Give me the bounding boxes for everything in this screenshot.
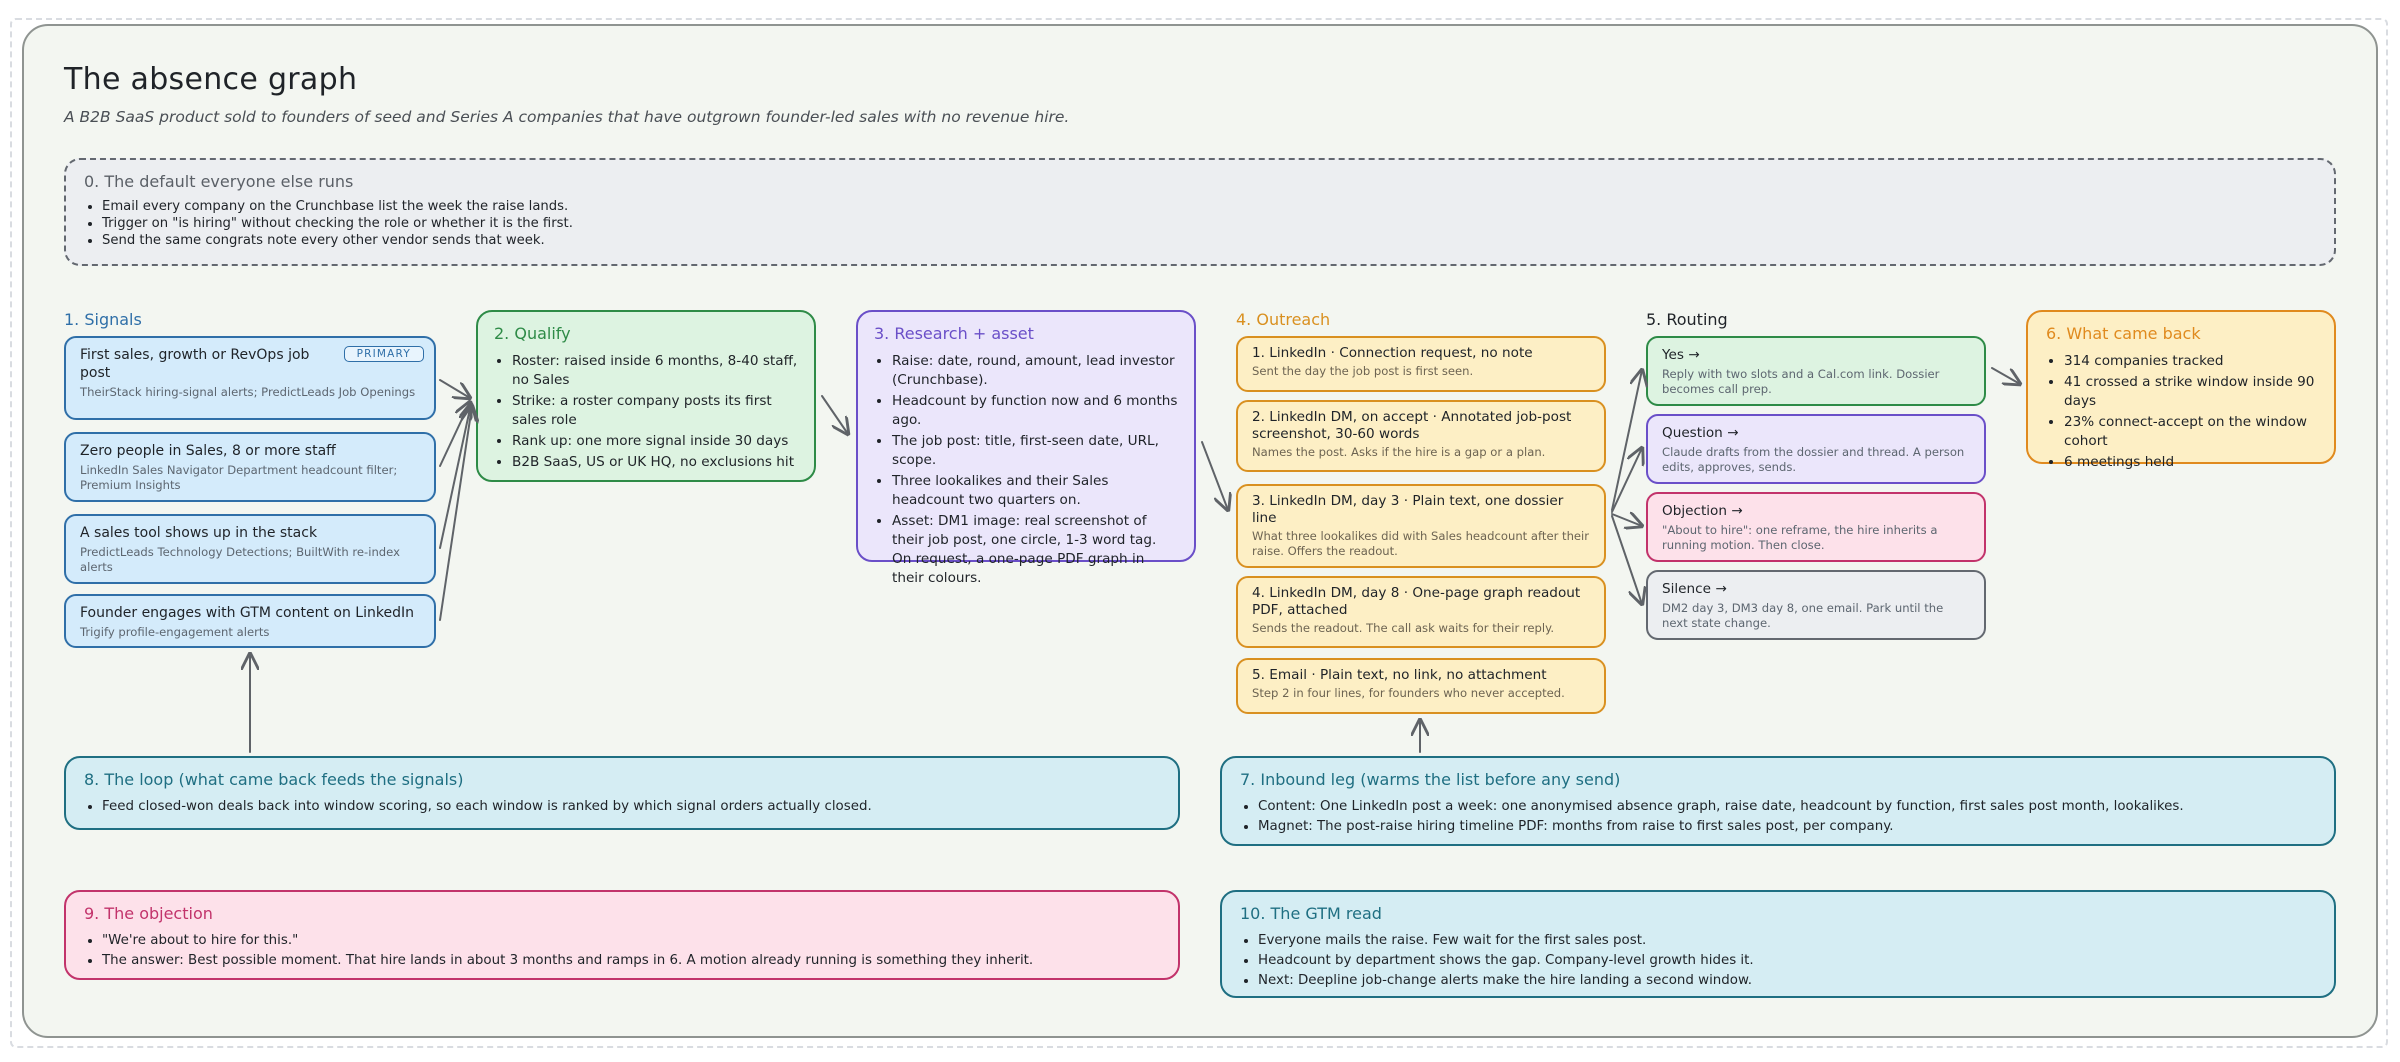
signal-card-founder-engagement: Founder engages with GTM content on Link…	[64, 594, 436, 648]
list-item: "We're about to hire for this."	[102, 932, 1160, 950]
route-title: Silence →	[1662, 581, 1727, 597]
list-item: Asset: DM1 image: real screenshot of the…	[892, 512, 1178, 588]
default-heading: 0. The default everyone else runs	[84, 172, 354, 191]
outreach-step-title: 3. LinkedIn DM, day 3 · Plain text, one …	[1252, 493, 1564, 526]
qualify-list: Roster: raised inside 6 months, 8-40 sta…	[494, 352, 798, 472]
list-item: 6 meetings held	[2064, 453, 2316, 472]
signal-source: TheirStack hiring-signal alerts; Predict…	[80, 385, 416, 399]
research-heading: 3. Research + asset	[874, 324, 1034, 343]
outreach-step-detail: What three lookalikes did with Sales hea…	[1252, 529, 1590, 558]
outreach-step-3: 3. LinkedIn DM, day 3 · Plain text, one …	[1236, 484, 1606, 568]
loop-list: Feed closed-won deals back into window s…	[84, 798, 1160, 816]
signal-title: First sales, growth or RevOps job post	[80, 347, 310, 381]
signal-title: A sales tool shows up in the stack	[80, 525, 318, 541]
default-section: 0. The default everyone else runs Email …	[64, 158, 2336, 266]
outreach-heading: 4. Outreach	[1236, 310, 1331, 329]
outreach-step-2: 2. LinkedIn DM, on accept · Annotated jo…	[1236, 400, 1606, 472]
page-subtitle: A B2B SaaS product sold to founders of s…	[64, 108, 1070, 126]
gtm-read-list: Everyone mails the raise. Few wait for t…	[1240, 932, 2316, 990]
list-item: The job post: title, first-seen date, UR…	[892, 432, 1178, 470]
research-box: 3. Research + asset Raise: date, round, …	[856, 310, 1196, 586]
signal-source: LinkedIn Sales Navigator Department head…	[80, 463, 398, 492]
signal-card-sales-tool: A sales tool shows up in the stack Predi…	[64, 514, 436, 584]
outreach-step-4: 4. LinkedIn DM, day 8 · One-page graph r…	[1236, 576, 1606, 648]
default-list: Email every company on the Crunchbase li…	[84, 198, 2316, 249]
page-title: The absence graph	[64, 62, 358, 97]
outreach-step-title: 1. LinkedIn · Connection request, no not…	[1252, 345, 1533, 361]
route-detail: "About to hire": one reframe, the hire i…	[1662, 523, 1938, 552]
list-item: Everyone mails the raise. Few wait for t…	[1258, 932, 2316, 950]
route-silence: Silence → DM2 day 3, DM3 day 8, one emai…	[1646, 570, 1986, 640]
route-detail: Reply with two slots and a Cal.com link.…	[1662, 367, 1940, 396]
outreach-step-title: 2. LinkedIn DM, on accept · Annotated jo…	[1252, 409, 1572, 442]
list-item: Rank up: one more signal inside 30 days	[512, 432, 798, 451]
list-item: 41 crossed a strike window inside 90 day…	[2064, 373, 2316, 411]
qualify-heading: 2. Qualify	[494, 324, 571, 343]
signals-heading: 1. Signals	[64, 310, 142, 329]
outreach-step-detail: Sent the day the job post is first seen.	[1252, 364, 1474, 378]
list-item: Headcount by function now and 6 months a…	[892, 392, 1178, 430]
objection-list: "We're about to hire for this." The answ…	[84, 932, 1160, 970]
route-title: Objection →	[1662, 503, 1743, 519]
route-yes: Yes → Reply with two slots and a Cal.com…	[1646, 336, 1986, 406]
route-title: Yes →	[1662, 347, 1700, 363]
signal-title: Founder engages with GTM content on Link…	[80, 605, 414, 621]
gtm-read-box: 10. The GTM read Everyone mails the rais…	[1220, 890, 2336, 998]
outreach-step-detail: Names the post. Asks if the hire is a ga…	[1252, 445, 1546, 459]
came-back-box: 6. What came back 314 companies tracked …	[2026, 310, 2336, 470]
route-detail: Claude drafts from the dossier and threa…	[1662, 445, 1965, 474]
signal-source: PredictLeads Technology Detections; Buil…	[80, 545, 400, 574]
inbound-list: Content: One LinkedIn post a week: one a…	[1240, 798, 2316, 836]
list-item: The answer: Best possible moment. That h…	[102, 952, 1160, 970]
list-item: 23% connect-accept on the window cohort	[2064, 413, 2316, 451]
route-title: Question →	[1662, 425, 1739, 441]
outreach-step-1: 1. LinkedIn · Connection request, no not…	[1236, 336, 1606, 392]
list-item: Feed closed-won deals back into window s…	[102, 798, 1160, 816]
list-item: 314 companies tracked	[2064, 352, 2316, 371]
outreach-step-5: 5. Email · Plain text, no link, no attac…	[1236, 658, 1606, 714]
list-item: Roster: raised inside 6 months, 8-40 sta…	[512, 352, 798, 390]
outreach-step-title: 4. LinkedIn DM, day 8 · One-page graph r…	[1252, 585, 1581, 618]
list-item: B2B SaaS, US or UK HQ, no exclusions hit	[512, 453, 798, 472]
routing-heading: 5. Routing	[1646, 310, 1728, 329]
signal-card-job-post: PRIMARY First sales, growth or RevOps jo…	[64, 336, 436, 420]
list-item: Send the same congrats note every other …	[102, 232, 2316, 249]
primary-badge: PRIMARY	[343, 346, 424, 362]
outreach-step-title: 5. Email · Plain text, no link, no attac…	[1252, 667, 1547, 683]
came-back-heading: 6. What came back	[2046, 324, 2201, 343]
signal-card-headcount: Zero people in Sales, 8 or more staff Li…	[64, 432, 436, 502]
list-item: Three lookalikes and their Sales headcou…	[892, 472, 1178, 510]
signal-source: Trigify profile-engagement alerts	[80, 625, 270, 639]
outreach-step-detail: Sends the readout. The call ask waits fo…	[1252, 621, 1555, 635]
inbound-box: 7. Inbound leg (warms the list before an…	[1220, 756, 2336, 846]
loop-box: 8. The loop (what came back feeds the si…	[64, 756, 1180, 830]
objection-box: 9. The objection "We're about to hire fo…	[64, 890, 1180, 980]
outreach-step-detail: Step 2 in four lines, for founders who n…	[1252, 686, 1565, 700]
list-item: Next: Deepline job-change alerts make th…	[1258, 972, 2316, 990]
loop-heading: 8. The loop (what came back feeds the si…	[84, 770, 464, 789]
list-item: Strike: a roster company posts its first…	[512, 392, 798, 430]
outer-frame	[10, 18, 2388, 1048]
list-item: Raise: date, round, amount, lead investo…	[892, 352, 1178, 390]
list-item: Headcount by department shows the gap. C…	[1258, 952, 2316, 970]
inbound-heading: 7. Inbound leg (warms the list before an…	[1240, 770, 1621, 789]
list-item: Trigger on "is hiring" without checking …	[102, 215, 2316, 232]
route-detail: DM2 day 3, DM3 day 8, one email. Park un…	[1662, 601, 1944, 630]
route-objection: Objection → "About to hire": one reframe…	[1646, 492, 1986, 562]
gtm-read-heading: 10. The GTM read	[1240, 904, 1382, 923]
list-item: Email every company on the Crunchbase li…	[102, 198, 2316, 215]
research-list: Raise: date, round, amount, lead investo…	[874, 352, 1178, 588]
qualify-box: 2. Qualify Roster: raised inside 6 month…	[476, 310, 816, 482]
list-item: Content: One LinkedIn post a week: one a…	[1258, 798, 2316, 816]
list-item: Magnet: The post-raise hiring timeline P…	[1258, 818, 2316, 836]
came-back-list: 314 companies tracked 41 crossed a strik…	[2046, 352, 2316, 472]
route-question: Question → Claude drafts from the dossie…	[1646, 414, 1986, 484]
signal-title: Zero people in Sales, 8 or more staff	[80, 443, 336, 459]
objection-heading: 9. The objection	[84, 904, 213, 923]
